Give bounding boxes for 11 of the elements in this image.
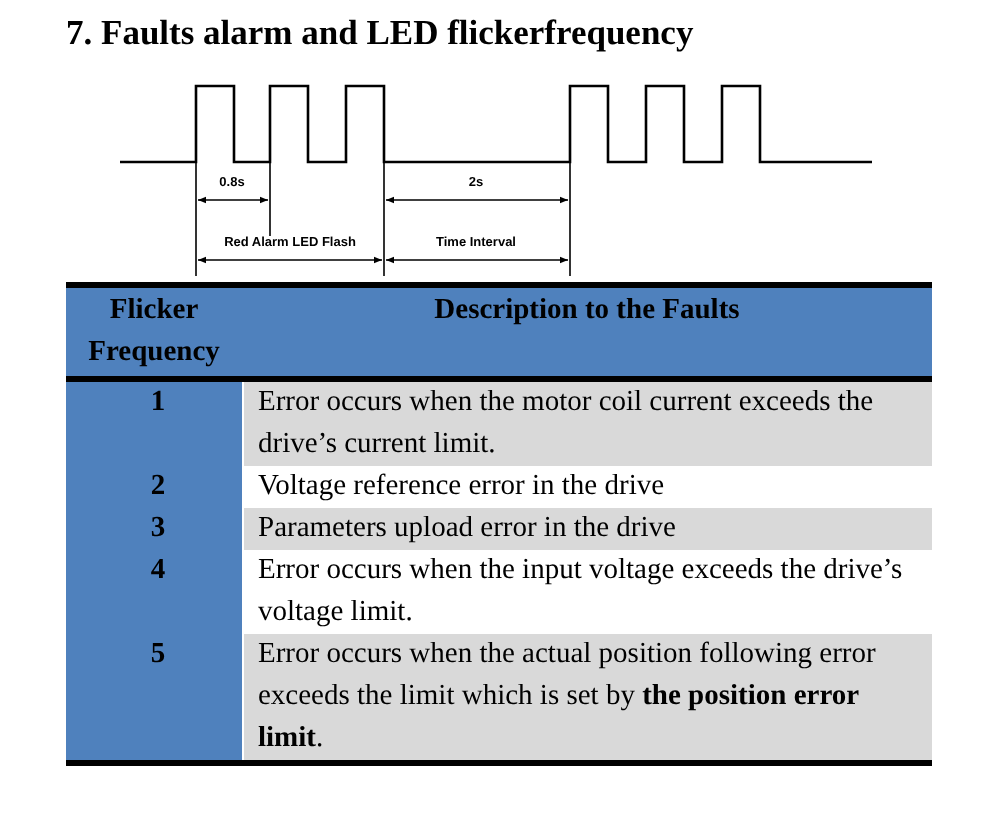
row-header: 5	[66, 634, 242, 760]
column-header: Description to the Faults	[242, 288, 932, 382]
row-header: 4	[66, 550, 242, 634]
table-cell: Error occurs when the motor coil current exceeds the drive’s current limit.	[242, 382, 932, 466]
column-header: Flicker Frequency	[66, 288, 242, 382]
row-header: 3	[66, 508, 242, 550]
table-cell: Error occurs when the actual position following error exceeds the limit which is set by the position error limit.	[242, 634, 932, 760]
row-header: 2	[66, 466, 242, 508]
row-header: 1	[66, 382, 242, 466]
title: 7. Faults alarm and LED flickerfrequency	[66, 12, 694, 54]
table-cell: Parameters upload error in the drive	[242, 508, 932, 550]
